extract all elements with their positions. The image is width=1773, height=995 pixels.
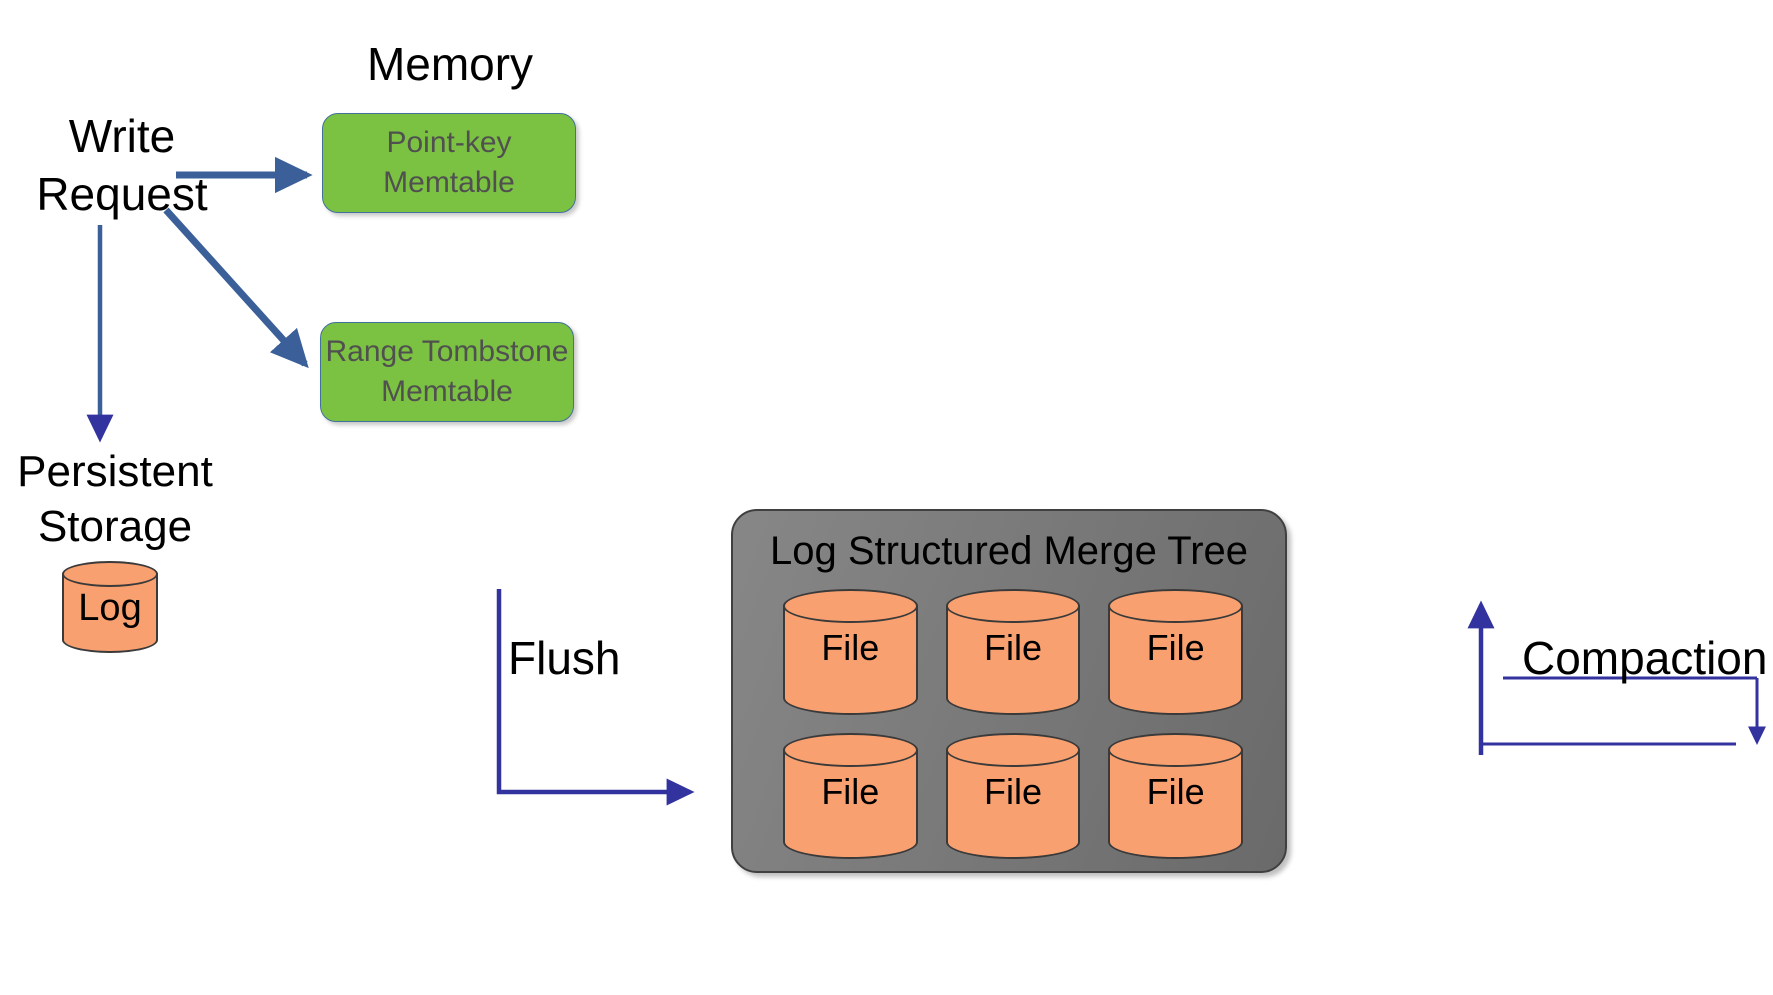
- file-cylinder[interactable]: File: [1108, 733, 1243, 859]
- persistent-storage-label: Persistent Storage: [17, 447, 213, 551]
- range-tombstone-memtable-box[interactable]: Range Tombstone Memtable: [320, 322, 574, 422]
- file-cylinder[interactable]: File: [783, 733, 918, 859]
- write-request-label: Write Request: [36, 110, 208, 220]
- arrow-write-to-range-tombstone-memtable: [163, 207, 309, 369]
- file-cylinder[interactable]: File: [783, 589, 918, 715]
- file-cylinder-label: File: [821, 771, 880, 812]
- log-cylinder-label: Log: [78, 587, 142, 629]
- file-cylinder[interactable]: File: [945, 733, 1081, 859]
- file-cylinder-top: [1108, 733, 1243, 767]
- file-cylinder[interactable]: File: [945, 589, 1081, 715]
- file-cylinder-label: File: [983, 771, 1042, 812]
- file-cylinder-top: [1108, 589, 1243, 623]
- file-cylinder-label: File: [983, 627, 1042, 668]
- memory-title: Memory: [366, 38, 534, 90]
- lsm-tree-title: Log Structured Merge Tree: [769, 529, 1249, 573]
- point-key-memtable-label: Point-key Memtable: [383, 126, 515, 199]
- flush-label: Flush: [508, 632, 621, 684]
- file-cylinder-label: File: [821, 627, 880, 668]
- range-tombstone-memtable-label: Range Tombstone Memtable: [325, 335, 569, 408]
- file-cylinder-label: File: [1146, 771, 1205, 812]
- file-cylinder-top: [945, 589, 1081, 623]
- file-cylinder-top: [783, 589, 918, 623]
- file-cylinder-label: File: [1146, 627, 1205, 668]
- lsm-tree-container[interactable]: Log Structured Merge Tree File File File: [731, 509, 1287, 873]
- lsm-file-grid: File File File File: [783, 589, 1243, 859]
- log-cylinder[interactable]: Log: [62, 561, 158, 653]
- compaction-label: Compaction: [1522, 632, 1768, 684]
- log-cylinder-top: [62, 561, 158, 587]
- file-cylinder-top: [945, 733, 1081, 767]
- point-key-memtable-box[interactable]: Point-key Memtable: [322, 113, 576, 213]
- file-cylinder[interactable]: File: [1108, 589, 1243, 715]
- arrow-flush-to-lsm: [496, 589, 695, 806]
- file-cylinder-top: [783, 733, 918, 767]
